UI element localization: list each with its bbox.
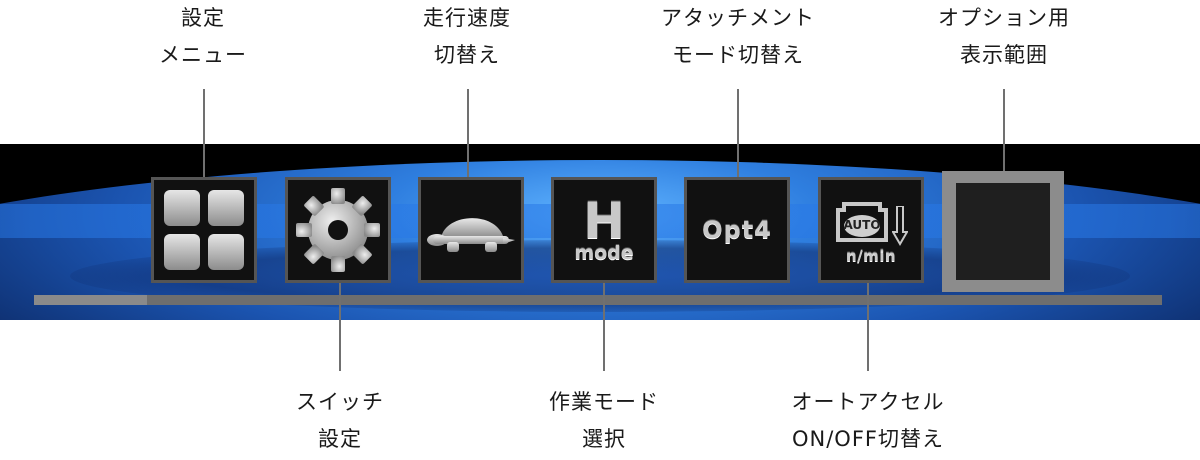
callout-line: 表示範囲 [960,43,1048,67]
scrollbar-thumb[interactable] [34,295,147,305]
turtle-icon [427,218,515,252]
callout-line: モード切替え [672,43,804,67]
attachment-label: Opt4 [702,216,772,244]
callout-switch-settings: スイッチ 設定 [230,384,450,458]
callout-travel-speed: 走行速度 切替え [357,0,577,74]
callout-line: メニュー [159,43,247,67]
attachment-mode-button[interactable]: Opt4 [684,177,790,283]
callout-line: 走行速度 [423,6,511,30]
leader-line-settings-menu [203,89,205,177]
option-display-inner [956,183,1050,280]
auto-accel-graphic: AUTO [834,196,908,246]
auto-accel-button[interactable]: AUTO n/min [818,177,924,283]
leader-line-work-mode [603,283,605,371]
callout-line: 選択 [582,427,626,451]
callout-line: 設定 [181,6,225,30]
gear-icon [296,188,380,272]
leader-line-option-area [1003,89,1005,171]
callout-line: 切替え [434,43,500,67]
auto-accel-unit: n/min [845,247,897,265]
work-mode-letter: H [583,192,625,250]
auto-badge: AUTO [843,218,881,232]
callout-line: オプション用 [938,6,1070,30]
callout-line: オートアクセル [791,390,945,414]
callout-option-area: オプション用 表示範囲 [894,0,1114,74]
callout-line: アタッチメント [661,6,815,30]
callout-line: 作業モード [549,390,659,414]
work-mode-sub: mode [574,242,634,264]
work-mode-button[interactable]: H mode [551,177,657,283]
callout-work-mode: 作業モード 選択 [494,384,714,458]
travel-speed-button[interactable] [418,177,524,283]
engine-outline [836,202,888,242]
settings-menu-button[interactable] [151,177,257,283]
callout-line: 設定 [318,427,362,451]
callout-auto-accel: オートアクセル ON/OFF切替え [758,384,978,458]
leader-line-switch-settings [339,283,341,371]
option-display-area [942,171,1064,292]
grid-icon [164,190,244,270]
callout-line: ON/OFF切替え [791,427,944,451]
arrow-down-icon [892,206,908,246]
switch-settings-button[interactable] [285,177,391,283]
leader-line-travel-speed [467,89,469,177]
engine-auto-icon: AUTO [834,196,890,246]
leader-line-attachment-mode [737,89,739,177]
callout-line: スイッチ [296,390,384,414]
scrollbar-track[interactable] [34,295,1162,305]
display-bar: H mode Opt4 AUTO n/min [0,144,1200,320]
callout-settings-menu: 設定 メニュー [93,0,313,74]
leader-line-auto-accel [867,283,869,371]
callout-attachment-mode: アタッチメント モード切替え [628,0,848,74]
